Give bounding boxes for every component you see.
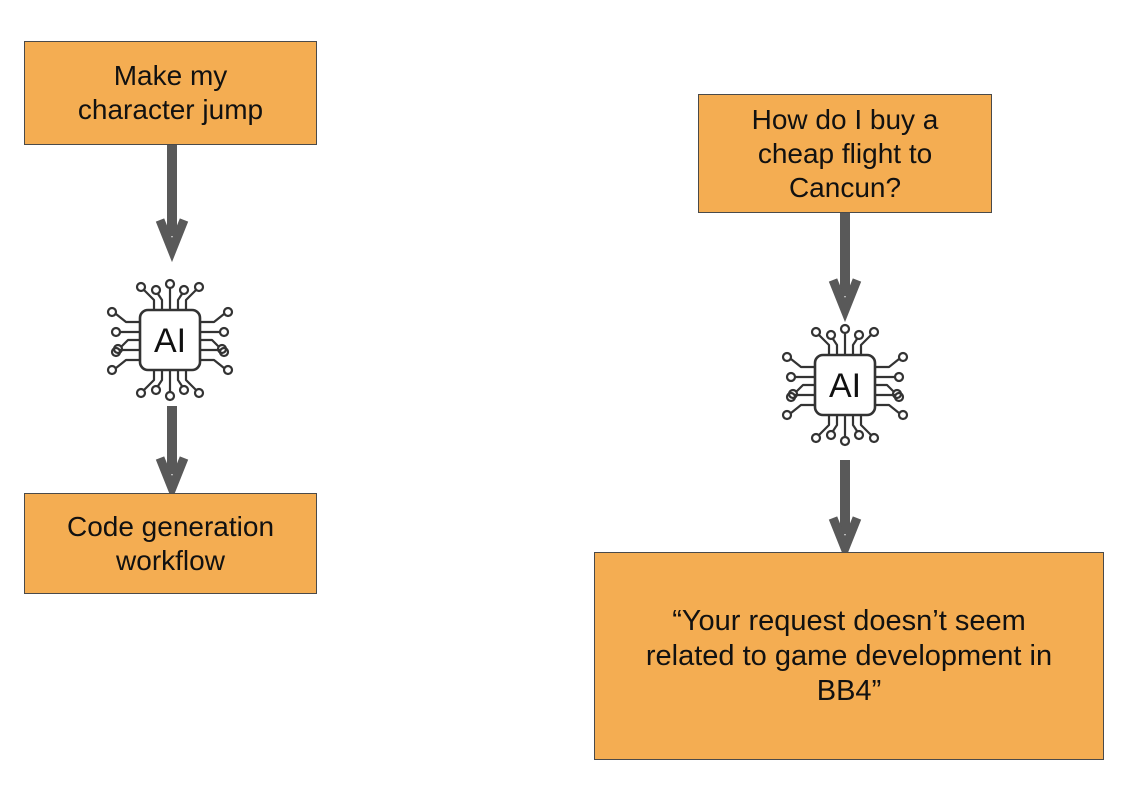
right-input-box: How do I buy a cheap flight to Cancun?: [698, 94, 992, 213]
left-output-box: Code generation workflow: [24, 493, 317, 594]
arrow-down-icon: [155, 145, 189, 263]
arrow-down-icon: [155, 406, 189, 501]
left-input-box: Make my character jump: [24, 41, 317, 145]
chip-label: AI: [154, 322, 186, 360]
arrow-down-icon: [828, 213, 862, 323]
right-output-box: “Your request doesn’t seem related to ga…: [594, 552, 1104, 760]
ai-chip-icon: AI: [106, 278, 234, 402]
arrow-down-icon: [828, 460, 862, 561]
chip-label: AI: [829, 367, 861, 405]
ai-chip-icon: AI: [781, 323, 909, 447]
